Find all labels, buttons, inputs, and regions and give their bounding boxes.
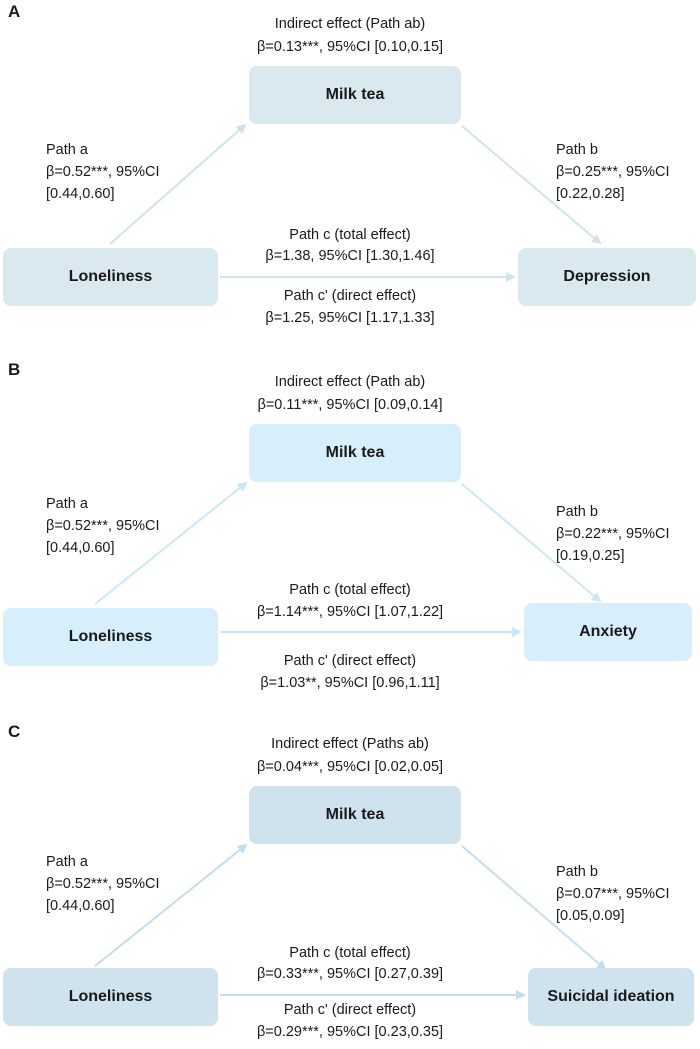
arrow-path-a bbox=[94, 843, 248, 967]
mediator-box: Milk tea bbox=[249, 424, 461, 482]
path-c-label: Path c (total effect) bbox=[289, 945, 411, 961]
mediator-box: Milk tea bbox=[249, 66, 461, 124]
indirect-effect-stats: β=0.04***, 95%CI [0.02,0.05] bbox=[256, 759, 444, 775]
predictor-box: Loneliness bbox=[3, 248, 218, 306]
arrows bbox=[109, 123, 602, 282]
arrow-path-a bbox=[109, 123, 247, 245]
path-c-prime-stats: β=0.29***, 95%CI [0.23,0.35] bbox=[256, 1024, 444, 1040]
path-a-label: Path a bbox=[46, 496, 88, 512]
path-b-stats: β=0.07***, 95%CI bbox=[556, 886, 670, 902]
indirect-effect-stats: β=0.11***, 95%CI [0.09,0.14] bbox=[257, 397, 443, 413]
path-b-ci: [0.05,0.09] bbox=[556, 908, 625, 924]
path-b-label: Path b bbox=[556, 142, 598, 158]
path-c-prime-label: Path c' (direct effect) bbox=[283, 653, 417, 669]
path-b-ci: [0.19,0.25] bbox=[556, 548, 625, 564]
arrow-path-b bbox=[461, 125, 602, 245]
mediator-box: Milk tea bbox=[249, 786, 461, 844]
path-a-label: Path a bbox=[46, 854, 88, 870]
path-a-ci: [0.44,0.60] bbox=[46, 540, 115, 556]
panel-a: A Indirect effect (Path ab) β=0.13***, 9… bbox=[0, 0, 700, 350]
path-c-prime-stats: β=1.03**, 95%CI [0.96,1.11] bbox=[260, 675, 440, 691]
path-c-label: Path c (total effect) bbox=[289, 227, 411, 243]
path-b-label: Path b bbox=[556, 864, 598, 880]
path-a-stats: β=0.52***, 95%CI bbox=[46, 876, 160, 892]
path-c-prime-label: Path c' (direct effect) bbox=[283, 1002, 417, 1018]
path-b-stats: β=0.25***, 95%CI bbox=[556, 164, 670, 180]
path-c-label: Path c (total effect) bbox=[289, 582, 411, 598]
panel-b: B Indirect effect (Path ab) β=0.11***, 9… bbox=[0, 358, 700, 708]
path-a-label: Path a bbox=[46, 142, 88, 158]
path-c-prime-stats: β=1.25, 95%CI [1.17,1.33] bbox=[265, 310, 435, 326]
path-b-stats: β=0.22***, 95%CI bbox=[556, 526, 670, 542]
path-c-stats: β=1.38, 95%CI [1.30,1.46] bbox=[265, 248, 435, 264]
arrow-path-b bbox=[461, 483, 602, 603]
indirect-effect-stats: β=0.13***, 95%CI [0.10,0.15] bbox=[256, 39, 444, 55]
outcome-box: Suicidal ideation bbox=[528, 968, 694, 1026]
arrows bbox=[94, 843, 607, 1000]
indirect-effect-label: Indirect effect (Paths ab) bbox=[271, 736, 429, 752]
path-a-ci: [0.44,0.60] bbox=[46, 186, 115, 202]
panel-letter: C bbox=[8, 722, 21, 741]
panel-letter: A bbox=[8, 2, 21, 21]
arrow-path-b bbox=[461, 845, 607, 971]
path-b-ci: [0.22,0.28] bbox=[556, 186, 625, 202]
path-a-stats: β=0.52***, 95%CI bbox=[46, 518, 160, 534]
path-c-stats: β=0.33***, 95%CI [0.27,0.39] bbox=[256, 966, 444, 982]
path-c-prime-label: Path c' (direct effect) bbox=[283, 288, 417, 304]
path-c-stats: β=1.14***, 95%CI [1.07,1.22] bbox=[256, 604, 444, 620]
indirect-effect-label: Indirect effect (Path ab) bbox=[274, 374, 426, 390]
path-b-label: Path b bbox=[556, 504, 598, 520]
arrows bbox=[94, 481, 602, 637]
indirect-effect-label: Indirect effect (Path ab) bbox=[274, 16, 426, 32]
predictor-box: Loneliness bbox=[3, 608, 218, 666]
outcome-box: Depression bbox=[518, 248, 696, 306]
panel-c: C Indirect effect (Paths ab) β=0.04***, … bbox=[0, 720, 700, 1049]
outcome-box: Anxiety bbox=[524, 603, 692, 661]
path-a-ci: [0.44,0.60] bbox=[46, 898, 115, 914]
arrow-path-a bbox=[94, 481, 248, 605]
panel-letter: B bbox=[8, 360, 21, 379]
predictor-box: Loneliness bbox=[3, 968, 218, 1026]
path-a-stats: β=0.52***, 95%CI bbox=[46, 164, 160, 180]
